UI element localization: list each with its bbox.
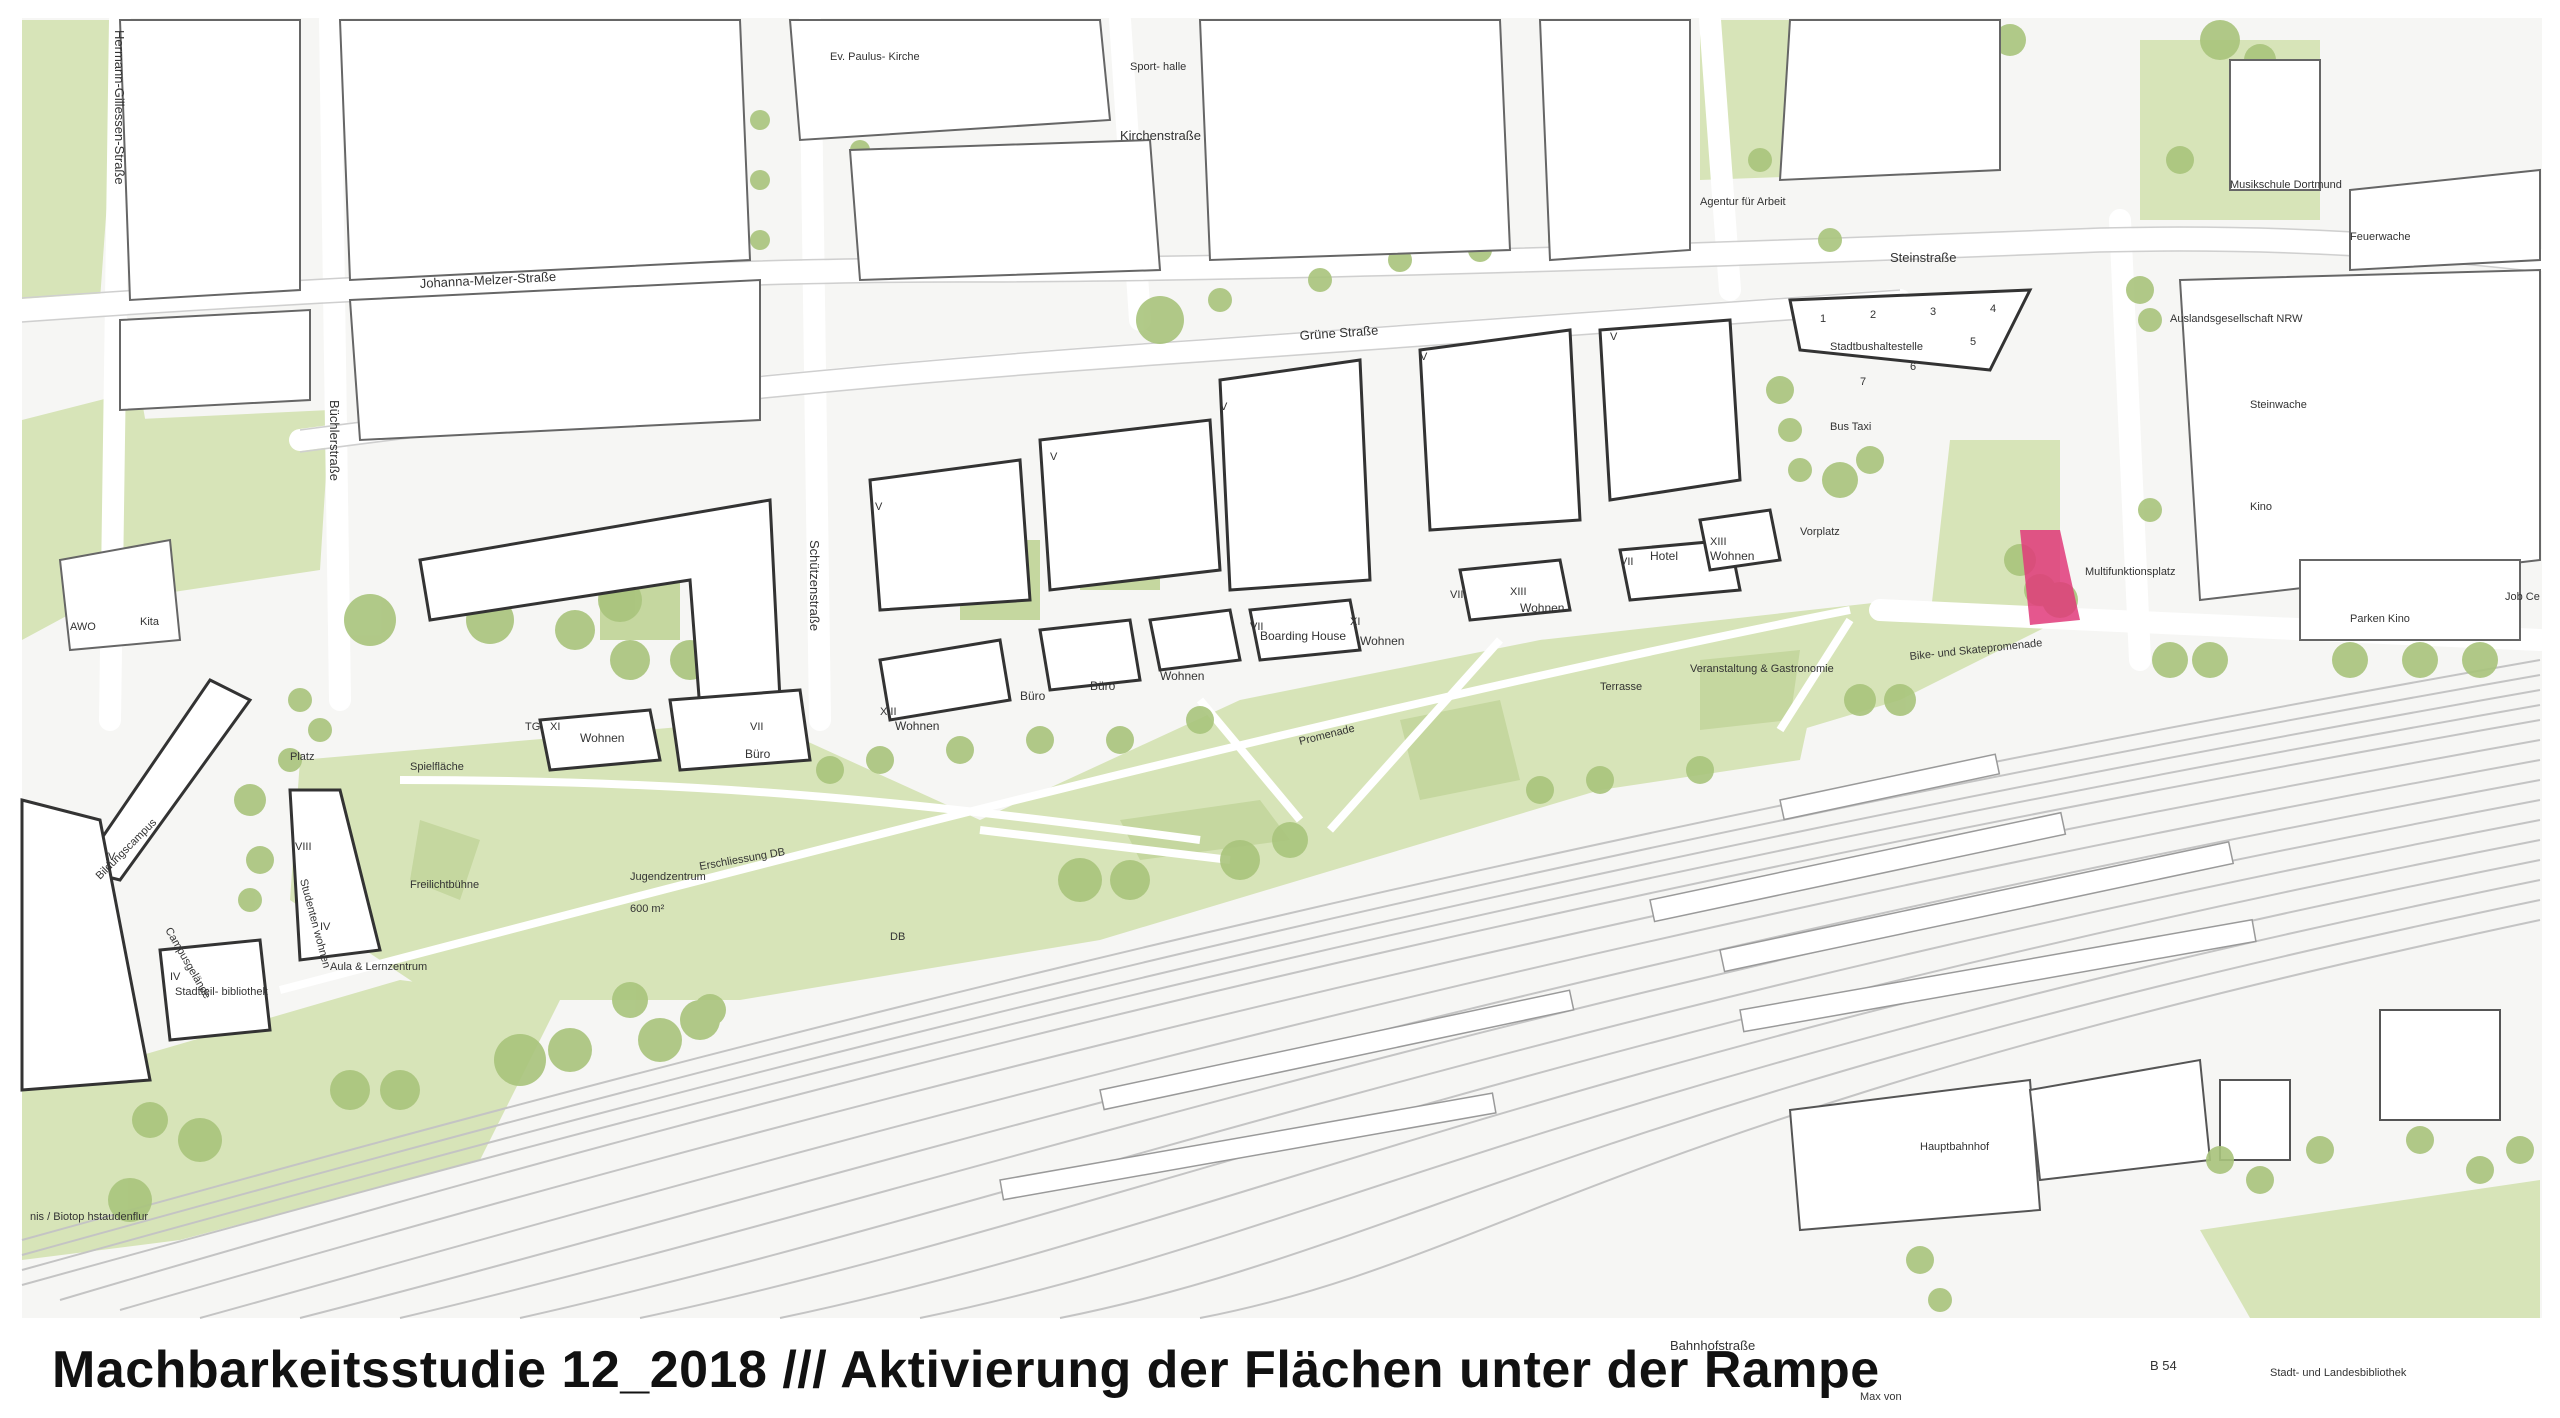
floor-label: VII	[750, 721, 763, 733]
place-label: Multifunktionsplatz	[2085, 566, 2176, 578]
place-label: Spielfläche	[410, 761, 464, 773]
place-label: Steinwache	[2250, 399, 2307, 411]
place-label: Feuerwache	[2350, 231, 2411, 243]
place-label: Ev. Paulus- Kirche	[830, 51, 920, 63]
trees	[108, 20, 2534, 1312]
place-label: Job Ce	[2505, 591, 2540, 603]
floor-label: XI	[550, 721, 560, 733]
city-blocks	[58, 19, 2541, 652]
floor-label: IV	[105, 851, 116, 863]
floor-label: XIII	[1510, 586, 1527, 598]
place-label: Platz	[290, 751, 314, 763]
place-label: Terrasse	[1600, 681, 1642, 693]
place-label: 600 m²	[630, 903, 665, 915]
building-label: Wohnen	[1520, 601, 1564, 615]
building-label: Büro	[1020, 689, 1046, 703]
floor-label: VII	[1250, 621, 1263, 633]
floor-label: V	[1050, 451, 1058, 463]
floor-label: XIII	[1710, 536, 1727, 548]
floor-label: IV	[170, 971, 181, 983]
bus-bay: 3	[1930, 306, 1936, 318]
place-label: Agentur für Arbeit	[1700, 196, 1786, 208]
place-label: AWO	[70, 621, 96, 633]
hauptbahnhof-building	[1788, 1009, 2501, 1232]
caption-title: Machbarkeitsstudie 12_2018 /// Aktivieru…	[52, 1341, 1880, 1399]
place-label: Stadtteil- bibliothek	[175, 986, 268, 998]
place-label: Stadt- und Landesbibliothek	[2270, 1367, 2407, 1379]
floor-label: VIII	[295, 841, 312, 853]
floor-label: TG	[525, 721, 540, 733]
building-label: Büro	[1090, 679, 1116, 693]
building-label: Wohnen	[1360, 634, 1404, 648]
building-label: Boarding House	[1260, 629, 1346, 643]
place-label: Kino	[2250, 501, 2272, 513]
place-label: Auslandsgesellschaft NRW	[2170, 313, 2303, 325]
place-label: Hauptbahnhof	[1920, 1141, 1990, 1153]
place-label: Aula & Lernzentrum	[330, 961, 427, 973]
building-label: Büro	[745, 747, 771, 761]
floor-label: VII	[1620, 556, 1633, 568]
building-label: Wohnen	[580, 731, 624, 745]
bus-bay: 4	[1990, 303, 1996, 315]
floor-label: V	[1610, 331, 1618, 343]
place-label: Jugendzentrum	[630, 871, 706, 883]
place-label: Parken Kino	[2350, 613, 2410, 625]
floor-label: IV	[320, 921, 331, 933]
bus-bay: 5	[1970, 336, 1976, 348]
floor-label: XI	[1350, 616, 1360, 628]
floor-label: V	[875, 501, 883, 513]
bus-bay: 6	[1910, 361, 1916, 373]
place-label: nis / Biotop hstaudenflur	[30, 1211, 148, 1223]
bus-bay: 1	[1820, 313, 1826, 325]
floor-label: XIII	[880, 706, 897, 718]
building-label: Wohnen	[1160, 669, 1204, 683]
place-label: Stadtbushaltestelle	[1830, 341, 1923, 353]
building-label: Wohnen	[895, 719, 939, 733]
place-label: Vorplatz	[1800, 526, 1840, 538]
street-label: Grüne Straße	[1299, 323, 1379, 343]
bus-bay: 2	[1870, 309, 1876, 321]
place-label: DB	[890, 931, 905, 943]
place-label: Veranstaltung & Gastronomie	[1690, 663, 1834, 675]
floor-label: VII	[1450, 589, 1463, 601]
street-label: B 54	[2150, 1358, 2177, 1373]
bus-bay: 7	[1860, 376, 1866, 388]
street-label: Bahnhofstraße	[1670, 1338, 1755, 1353]
building-label: Wohnen	[1710, 549, 1754, 563]
new-blocks	[20, 288, 2033, 1092]
place-label: Bus Taxi	[1830, 421, 1871, 433]
place-label: Sport- halle	[1130, 61, 1186, 73]
building-label: Hotel	[1650, 549, 1678, 563]
place-label: Max von	[1860, 1391, 1902, 1403]
place-label: Musikschule Dortmund	[2230, 179, 2342, 191]
highlight-area	[2020, 530, 2080, 625]
street-label: Büchlerstraße	[327, 400, 342, 481]
street-label: Hermann-Gillessen-Straße	[112, 30, 127, 185]
place-label: Freilichtbühne	[410, 879, 479, 891]
floor-label: V	[1420, 351, 1428, 363]
street-label: Kirchenstraße	[1120, 128, 1201, 143]
floor-label: V	[1220, 401, 1228, 413]
place-label: Kita	[140, 616, 160, 628]
street-label: Steinstraße	[1890, 250, 1956, 265]
street-label: Schützenstraße	[807, 540, 822, 631]
street-label: Johanna-Melzer-Straße	[419, 269, 556, 291]
